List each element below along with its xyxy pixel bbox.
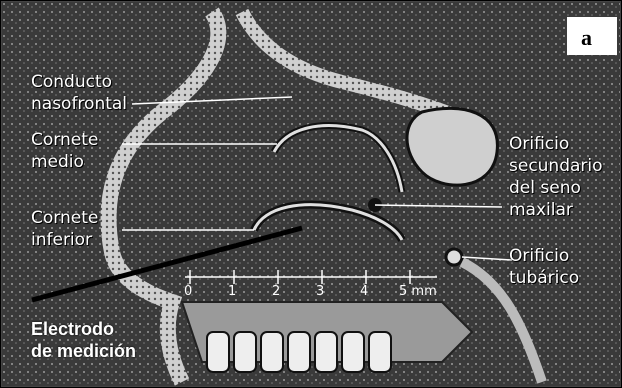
label-orificio-tubarico-line1: Orificio xyxy=(509,245,569,267)
label-conducto-line2: nasofrontal xyxy=(31,93,127,115)
panel-letter-box xyxy=(567,17,617,55)
label-cornete-inferior-line1: Cornete xyxy=(31,207,98,229)
label-electrodo-line1: Electrodo xyxy=(31,319,114,340)
scale-tick-1: 1 xyxy=(228,284,236,299)
label-cornete-medio-line1: Cornete xyxy=(31,129,98,151)
label-orificio-seno-line1: Orificio xyxy=(509,133,569,155)
label-electrodo-line2: de medición xyxy=(31,341,136,362)
scale-tick-4: 4 xyxy=(360,284,368,299)
teeth xyxy=(207,332,391,372)
label-orificio-seno-line3: del seno xyxy=(509,177,581,199)
scale-tick-2: 2 xyxy=(272,284,280,299)
scale-tick-5: 5 mm xyxy=(399,284,437,299)
tubal-orifice-shape xyxy=(446,249,462,265)
label-orificio-seno-line4: maxilar xyxy=(509,199,573,221)
scale-tick-0: 0 xyxy=(184,284,192,299)
label-orificio-seno-line2: secundario xyxy=(509,155,603,177)
panel-letter: a xyxy=(581,25,592,51)
label-cornete-inferior-line2: inferior xyxy=(31,229,92,251)
scale-tick-3: 3 xyxy=(316,284,324,299)
label-orificio-tubarico-line2: tubárico xyxy=(509,267,579,289)
label-cornete-medio-line2: medio xyxy=(31,151,84,173)
label-conducto-line1: Conducto xyxy=(31,71,112,93)
